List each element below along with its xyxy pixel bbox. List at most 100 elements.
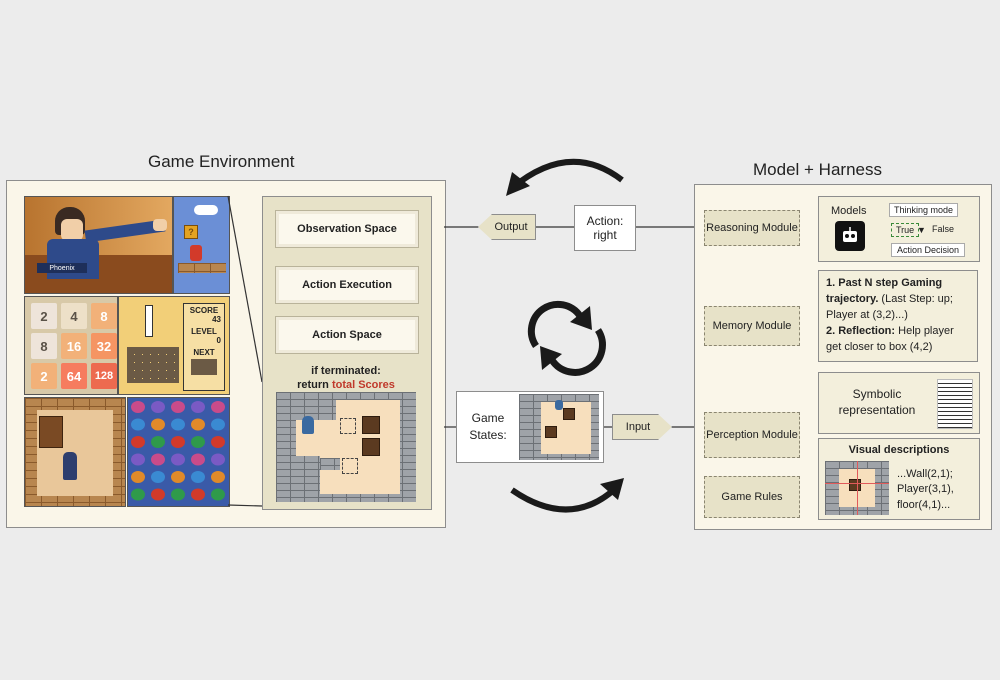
game-states-box: Game States: (456, 391, 604, 463)
observation-space-box: Observation Space (275, 210, 419, 248)
memory-item-2-text: Help player get closer to box (4,2) (826, 324, 954, 353)
action-execution-box: Action Execution (275, 266, 419, 304)
candy-piece (151, 401, 165, 413)
zoom-line-bottom (227, 504, 263, 507)
ace-attorney-scene: Phoenix (24, 196, 173, 294)
tetris-board: SCORE 43 LEVEL 0 NEXT (118, 296, 230, 395)
tile-2048: 4 (61, 303, 87, 329)
candy-piece (131, 453, 145, 466)
candy-piece (171, 436, 185, 448)
memory-item-2-title: 2. Reflection: (826, 324, 896, 337)
tile-2048: 32 (91, 333, 117, 359)
candy-piece (171, 418, 185, 431)
visual-descriptions-label: Visual descriptions (848, 444, 950, 456)
reasoning-module: Reasoning Module (704, 210, 800, 246)
bottom-arrow-head (600, 478, 624, 500)
level-label: LEVEL (191, 327, 217, 336)
action-decision-label: Action Decision (891, 243, 966, 257)
pointing-hand (153, 219, 167, 231)
visual-crate (849, 479, 861, 491)
grid-line (857, 461, 858, 515)
candy-piece (191, 453, 205, 466)
termination-text: if terminated: return total Scores (262, 364, 430, 393)
memory-item-2: 2. Reflection: Help player get closer to… (826, 324, 970, 356)
thinking-mode-label: Thinking mode (889, 203, 959, 217)
symbolic-box: Symbolic representation (818, 372, 980, 434)
visual-grid-image (825, 461, 889, 515)
memory-item-1-title: 1. Past N step Gaming trajectory. (826, 277, 943, 305)
game-state-thumbnail (519, 394, 599, 460)
total-scores-highlight: total Scores (331, 379, 395, 392)
action-space-box: Action Space (275, 316, 419, 354)
input-arrow: Input (612, 414, 672, 440)
action-value: right (593, 228, 617, 242)
tile-2048: 64 (61, 363, 87, 389)
level-value: 0 (216, 336, 221, 345)
door (39, 416, 63, 448)
memory-item-1: 1. Past N step Gaming trajectory. (Last … (826, 276, 970, 324)
game-states-line1: Game (471, 411, 505, 426)
output-arrow: Output (478, 214, 536, 240)
action-label: Action: (586, 214, 624, 228)
cycle-head-top (570, 306, 592, 330)
termination-line1: if terminated: (311, 365, 381, 377)
mario-scene: ? (173, 196, 230, 294)
sokoban-target (342, 458, 358, 474)
visual-descriptions-box: Visual descriptions ...Wall(2,1); Player… (818, 438, 980, 520)
next-piece (191, 359, 217, 375)
candy-piece (211, 453, 225, 466)
top-arrow-head (506, 172, 530, 196)
top-curved-arrow (510, 158, 624, 191)
bottom-curved-arrow (510, 485, 619, 513)
question-block: ? (184, 225, 198, 239)
score-value: 43 (212, 315, 221, 324)
mario-sprite (190, 245, 202, 261)
models-label: Models (831, 205, 867, 217)
nameplate: Phoenix (37, 263, 87, 273)
perception-module: Perception Module (704, 412, 800, 458)
memory-item-1-text: (Last Step: up; Player at (3,2)...) (826, 292, 953, 321)
candy-piece (191, 471, 205, 483)
sokoban-board (276, 392, 416, 502)
next-label: NEXT (193, 348, 215, 357)
tile-2048: 8 (91, 303, 117, 329)
tile-2048: 128 (91, 363, 117, 389)
candy-piece (151, 488, 165, 501)
tile-2048: 2 (31, 363, 57, 389)
candy-piece (211, 401, 225, 413)
candy-piece (171, 401, 185, 413)
game-states-line2: States: (469, 428, 507, 442)
candy-piece (151, 453, 165, 466)
visual-description-text: ...Wall(2,1); Player(3,1), floor(4,1)... (897, 468, 954, 511)
sokoban-player (302, 416, 314, 434)
thumb-crate (563, 408, 575, 420)
candy-piece (131, 471, 145, 483)
robot-icon (835, 221, 865, 251)
action-box: Action: right (574, 205, 636, 251)
arrow-down-icon: ▼ (917, 225, 926, 235)
symbolic-label: Symbolic representation (838, 387, 916, 417)
stacked-blocks (127, 347, 179, 383)
candy-piece (171, 471, 185, 483)
cloud (194, 205, 218, 215)
candy-piece (191, 401, 205, 413)
candy-piece (131, 401, 145, 413)
game-states-label: Game States: (457, 410, 519, 444)
true-option: True (891, 223, 920, 237)
tile-2048: 2 (31, 303, 57, 329)
character-sprite (63, 452, 77, 480)
sokoban-crate (362, 438, 380, 456)
candy-piece (191, 418, 205, 431)
thumb-crate (545, 426, 557, 438)
cycle-head-bottom (540, 346, 562, 370)
candy-piece (131, 418, 145, 431)
cycle-arc-top (527, 300, 583, 348)
candy-piece (171, 453, 185, 466)
model-harness-title: Model + Harness (753, 160, 882, 179)
sokoban-crate (362, 416, 380, 434)
symbolic-grid-image (937, 379, 973, 429)
candy-piece (211, 436, 225, 448)
candy-piece (171, 488, 185, 501)
memory-module: Memory Module (704, 306, 800, 346)
